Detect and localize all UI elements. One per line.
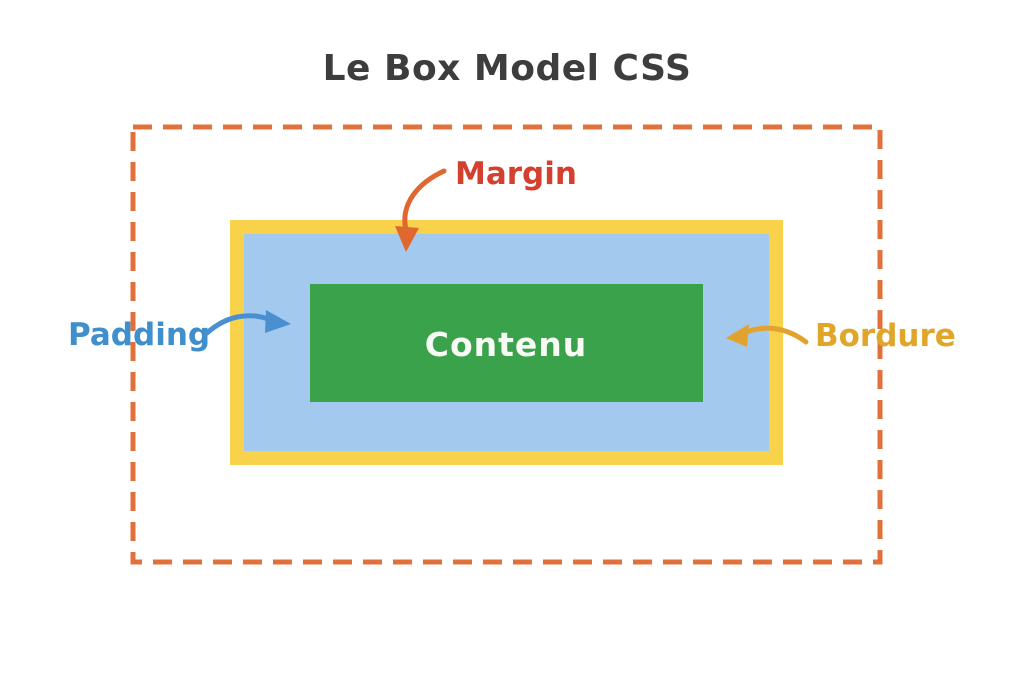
padding-arrow-icon [204,310,291,336]
padding-arrow-shaft [204,313,271,336]
margin-arrow-shaft [402,168,447,233]
margin-arrow-head [395,226,419,252]
border-arrow-head [726,324,749,347]
padding-arrow-head [265,310,291,333]
margin-box-outline [130,124,883,565]
margin-arrow-icon [395,168,447,252]
border-label: Bordure [815,318,956,354]
margin-label: Margin [455,156,577,192]
diagram-title: Le Box Model CSS [323,48,692,89]
content-label: Contenu [425,325,588,364]
content-box [310,284,703,402]
border-arrow-icon [726,324,809,347]
padding-label: Padding [68,317,210,353]
border-arrow-shaft [744,325,809,345]
